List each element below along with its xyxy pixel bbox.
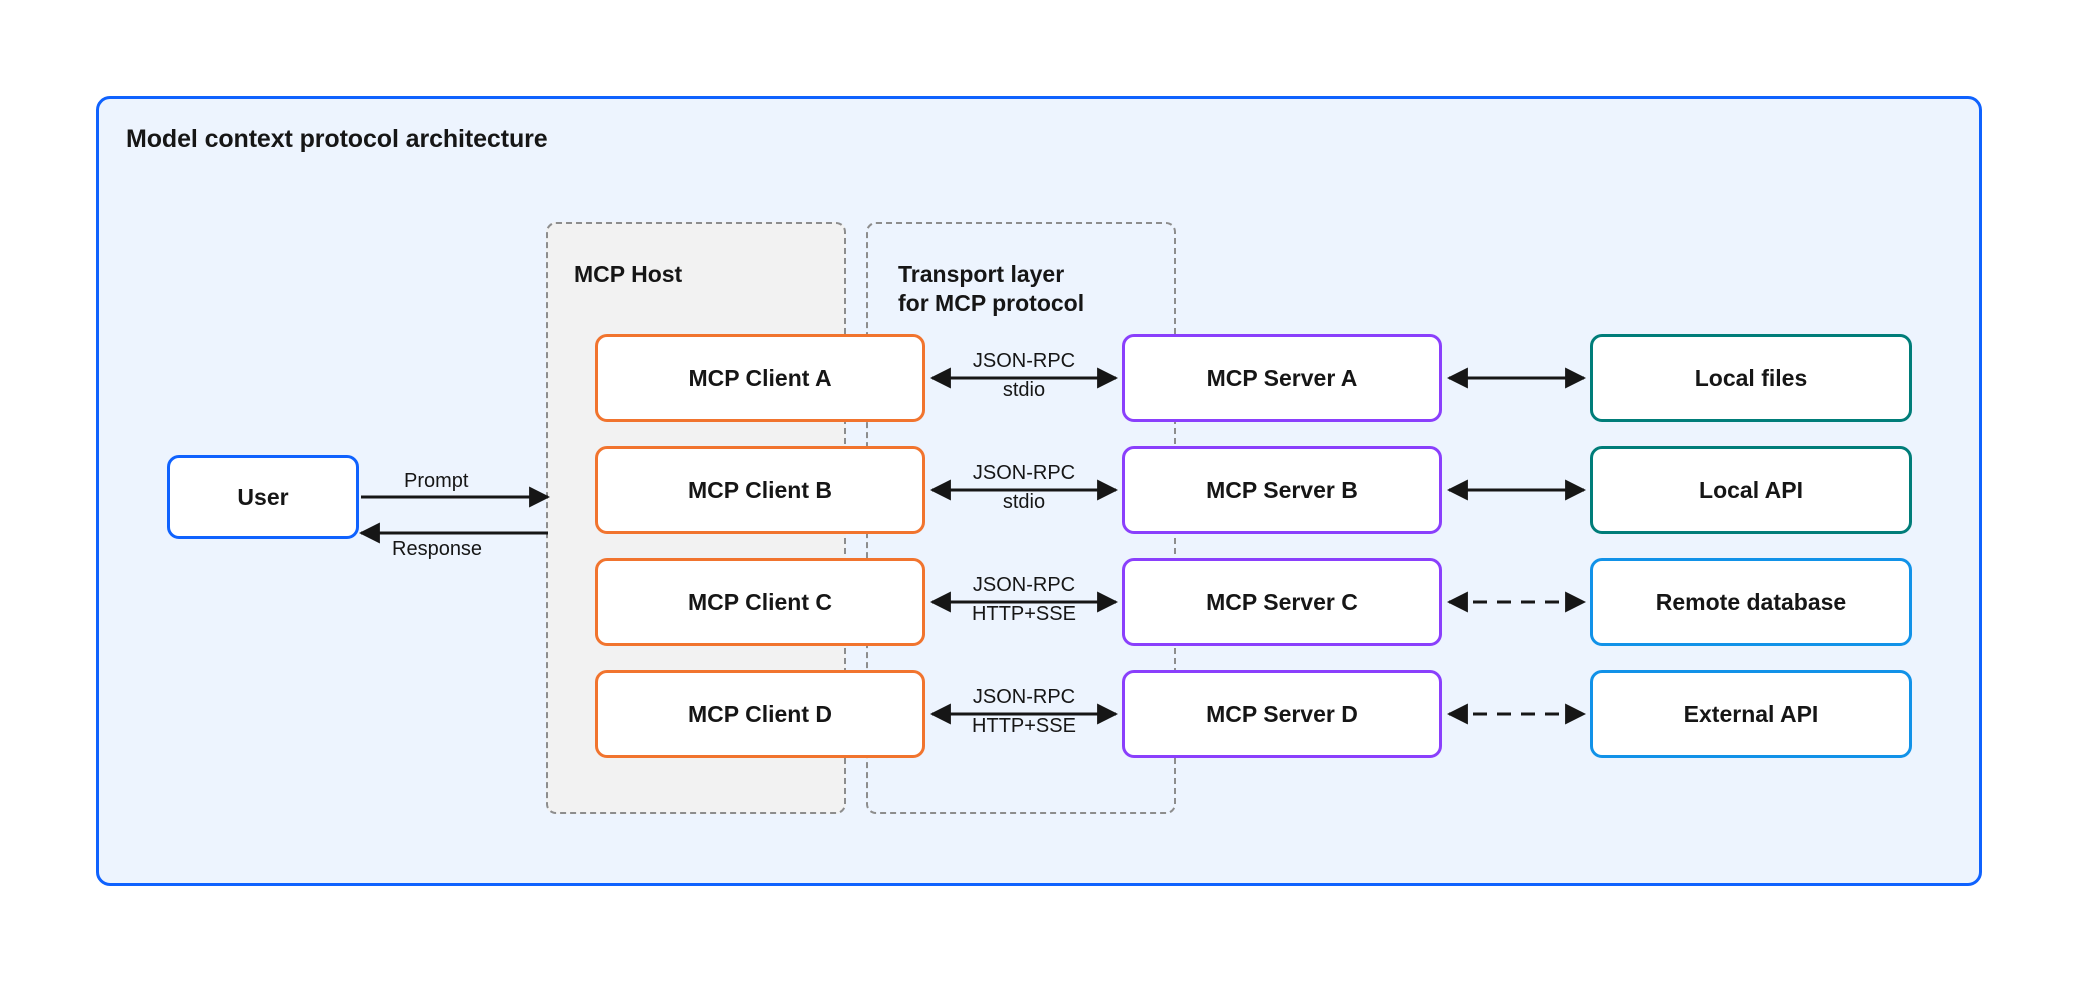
edge-label-prompt: Prompt <box>404 470 469 492</box>
node-mcp-server-c[interactable]: MCP Server C <box>1122 558 1442 646</box>
edge-label-channel-d: HTTP+SSE <box>972 715 1076 737</box>
edge-label-protocol-b: JSON-RPC <box>972 462 1076 484</box>
node-mcp-client-a[interactable]: MCP Client A <box>595 334 925 422</box>
node-mcp-server-d[interactable]: MCP Server D <box>1122 670 1442 758</box>
node-mcp-client-d[interactable]: MCP Client D <box>595 670 925 758</box>
node-mcp-server-b[interactable]: MCP Server B <box>1122 446 1442 534</box>
node-mcp-client-c[interactable]: MCP Client C <box>595 558 925 646</box>
node-local-api[interactable]: Local API <box>1590 446 1912 534</box>
edge-label-channel-c: HTTP+SSE <box>972 603 1076 625</box>
edge-label-channel-b: stdio <box>1002 491 1046 513</box>
node-mcp-server-a[interactable]: MCP Server A <box>1122 334 1442 422</box>
edge-label-response: Response <box>392 538 483 560</box>
diagram-title: Model context protocol architecture <box>126 125 548 153</box>
edge-label-protocol-a: JSON-RPC <box>972 350 1076 372</box>
node-remote-database[interactable]: Remote database <box>1590 558 1912 646</box>
node-user[interactable]: User <box>167 455 359 539</box>
group-label-transport-layer: Transport layer for MCP protocol <box>898 261 1085 317</box>
edge-label-protocol-d: JSON-RPC <box>972 686 1076 708</box>
node-mcp-client-b[interactable]: MCP Client B <box>595 446 925 534</box>
group-label-mcp-host: MCP Host <box>574 261 683 287</box>
edge-label-channel-a: stdio <box>1002 379 1046 401</box>
node-local-files[interactable]: Local files <box>1590 334 1912 422</box>
node-external-api[interactable]: External API <box>1590 670 1912 758</box>
edge-label-protocol-c: JSON-RPC <box>972 574 1076 596</box>
